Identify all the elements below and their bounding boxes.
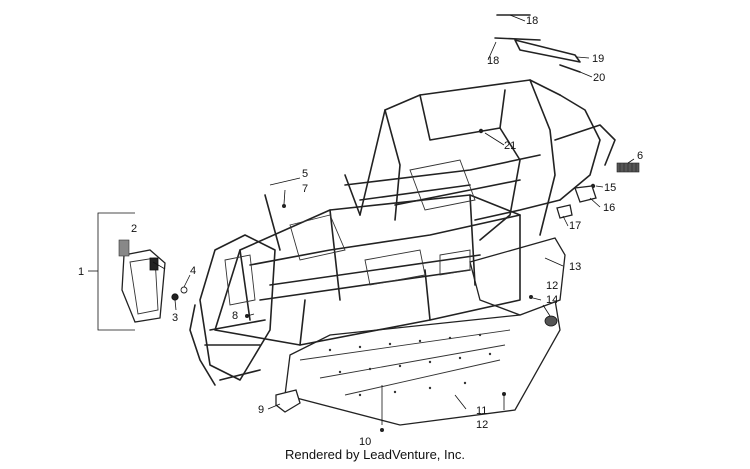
leader-lines [152, 14, 635, 425]
callout-21: 21 [504, 140, 516, 152]
callout-18a: 18 [526, 15, 538, 27]
hardware-parts [245, 14, 640, 432]
main-frame [189, 79, 616, 386]
callout-labels: 1 2 3 4 5 6 7 8 9 10 11 12 12 13 14 15 1… [78, 15, 643, 448]
render-credit: Rendered by LeadVenture, Inc. [285, 447, 465, 462]
callout-18b: 18 [487, 55, 499, 67]
side-panel-assembly [88, 212, 188, 331]
callout-8: 8 [232, 310, 238, 322]
skid-plate [284, 237, 566, 426]
callout-10: 10 [359, 436, 371, 448]
callout-7: 7 [302, 183, 308, 195]
callout-2: 2 [131, 223, 137, 235]
callout-3: 3 [172, 312, 178, 324]
callout-5: 5 [302, 168, 308, 180]
callout-19: 19 [592, 53, 604, 65]
callout-12b: 12 [476, 419, 488, 431]
callout-17: 17 [569, 220, 581, 232]
callout-15: 15 [604, 182, 616, 194]
callout-13: 13 [569, 261, 581, 273]
callout-20: 20 [593, 72, 605, 84]
callout-9: 9 [258, 404, 264, 416]
callout-14: 14 [546, 294, 558, 306]
callout-11: 11 [476, 405, 487, 417]
callout-6: 6 [637, 150, 643, 162]
callout-1: 1 [78, 266, 84, 278]
callout-12a: 12 [546, 280, 558, 292]
callout-4: 4 [190, 265, 196, 277]
callout-16: 16 [603, 202, 615, 214]
